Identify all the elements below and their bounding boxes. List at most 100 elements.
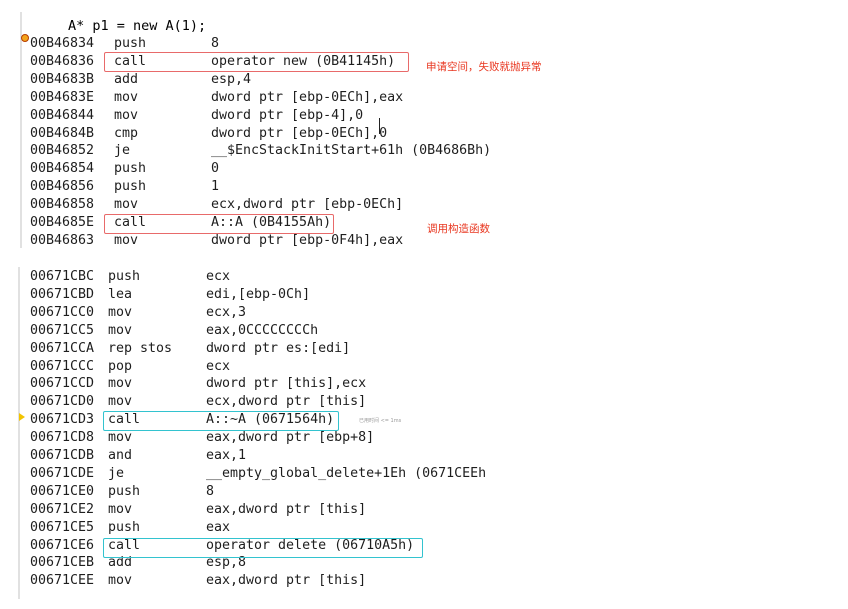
gutter — [20, 12, 22, 248]
instruction-row[interactable]: 00B4683B add esp,4 — [16, 71, 536, 89]
instruction-address: 00B46844 — [30, 107, 95, 123]
instruction-address: 00B4685E — [30, 215, 95, 230]
instruction-address: 00B4683B — [30, 71, 95, 87]
annotation-dtor: 已用时间 <= 1ms — [359, 418, 402, 424]
instruction-address: 00671CEB — [30, 555, 95, 571]
instruction-mnemonic: call — [114, 53, 147, 69]
instruction-operands: esp,4 — [211, 71, 252, 87]
instruction-mnemonic: push — [114, 36, 147, 51]
instruction-address: 00671CE6 — [30, 537, 95, 553]
instruction-mnemonic: cmp — [114, 125, 139, 141]
instruction-address: 00B4683E — [30, 89, 95, 105]
instruction-mnemonic: mov — [114, 107, 139, 123]
instruction-operands: dword ptr [ebp-0ECh],eax — [211, 89, 404, 105]
highlight-dtor-call — [103, 411, 339, 431]
instruction-address: 00B46863 — [30, 232, 95, 248]
instruction-mnemonic: mov — [114, 89, 139, 105]
instruction-address: 00B46854 — [30, 161, 95, 177]
instruction-address: 00B46836 — [30, 53, 95, 69]
instruction-address: 00671CDB — [30, 448, 95, 463]
instruction-mnemonic: lea — [108, 286, 133, 302]
instruction-address: 00671CE2 — [30, 501, 95, 517]
instruction-operands: dword ptr es:[edi] — [206, 340, 351, 356]
instruction-row[interactable]: 00671CD8 mov eax,dword ptr [ebp+8] — [16, 429, 536, 447]
instruction-row[interactable]: 00B46836 call operator new (0B41145h) — [16, 53, 536, 71]
instruction-mnemonic: and — [108, 448, 133, 463]
instruction-operands: 8 — [211, 36, 220, 51]
annotation-ctor: 调用构造函数 — [427, 223, 490, 235]
instruction-operands: edi,[ebp-0Ch] — [206, 286, 311, 302]
instruction-row[interactable]: 00B46854 push 0 — [16, 160, 536, 178]
instruction-address: 00B46856 — [30, 179, 95, 195]
instruction-address: 00671CBC — [30, 269, 95, 284]
instruction-mnemonic: mov — [114, 197, 139, 213]
instruction-operands: dword ptr [this],ecx — [206, 376, 367, 392]
instruction-address: 00B46858 — [30, 197, 95, 213]
instruction-mnemonic: mov — [108, 430, 133, 446]
instruction-mnemonic: push — [114, 179, 147, 195]
instruction-mnemonic: mov — [108, 322, 133, 338]
instruction-mnemonic: push — [114, 161, 147, 177]
instruction-mnemonic: mov — [108, 394, 133, 410]
instruction-row[interactable]: 00B4684B cmp dword ptr [ebp-0ECh],0 — [16, 125, 536, 143]
instruction-address: 00671CE5 — [30, 519, 95, 535]
instruction-address: 00B4684B — [30, 125, 95, 141]
instruction-mnemonic: mov — [108, 304, 133, 320]
instruction-mnemonic: call — [108, 537, 141, 553]
instruction-operands: __$EncStackInitStart+61h (0B4686Bh) — [211, 143, 492, 159]
instruction-address: 00671CD8 — [30, 430, 95, 446]
instruction-operands: A::~A (0671564h) — [206, 412, 335, 428]
instruction-operands: eax,1 — [206, 448, 247, 463]
instruction-operands: eax,dword ptr [this] — [206, 573, 367, 589]
instruction-mnemonic: push — [108, 269, 141, 284]
instruction-row[interactable]: 00B4683E mov dword ptr [ebp-0ECh],eax — [16, 89, 536, 107]
instruction-operands: eax — [206, 519, 231, 535]
instruction-address: 00671CE0 — [30, 483, 95, 499]
instruction-operands: dword ptr [ebp-0ECh],0 — [211, 125, 388, 141]
breakpoint-icon[interactable] — [21, 34, 29, 42]
instruction-operands: operator new (0B41145h) — [211, 53, 396, 69]
instruction-mnemonic: call — [114, 215, 147, 230]
instruction-operands: ecx — [206, 358, 231, 374]
instruction-row[interactable]: 00B46844 mov dword ptr [ebp-4],0 — [16, 107, 536, 125]
instruction-address: 00671CD0 — [30, 394, 95, 410]
annotation-new: 申请空间，失败就抛异常 — [426, 61, 542, 73]
instruction-operands: 1 — [211, 179, 220, 195]
instruction-operands: dword ptr [ebp-4],0 — [211, 107, 364, 123]
instruction-row[interactable]: 00671CDB and eax,1 — [16, 447, 536, 465]
text-cursor — [379, 118, 380, 134]
instruction-address: 00B46852 — [30, 143, 95, 159]
gutter — [18, 267, 20, 599]
instruction-address: 00671CC5 — [30, 322, 95, 338]
instruction-operands: eax,dword ptr [ebp+8] — [206, 430, 375, 446]
instruction-mnemonic: call — [108, 412, 141, 428]
instruction-row[interactable]: 00B46856 push 1 — [16, 178, 536, 196]
instruction-mnemonic: pop — [108, 358, 133, 374]
instruction-mnemonic: add — [114, 71, 139, 87]
instruction-mnemonic: rep stos — [108, 340, 173, 356]
instruction-operands: 0 — [211, 161, 220, 177]
